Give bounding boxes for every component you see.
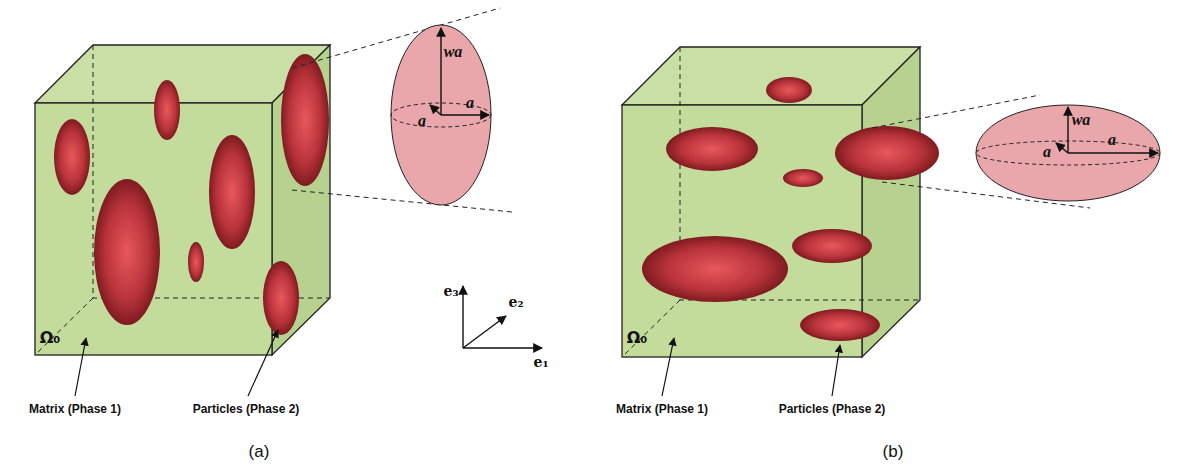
subfigure-label: (b) (883, 443, 904, 462)
zoom-lines-a (292, 8, 512, 212)
dimension-label: a (418, 112, 426, 130)
dimension-label: wa (444, 43, 463, 61)
particles-b (642, 77, 939, 341)
domain-label: Ω₀ (40, 329, 61, 347)
axis-label: e₃ (443, 284, 458, 299)
dimension-label: a (466, 94, 474, 112)
phase-label: Matrix (Phase 1) (29, 403, 121, 416)
phase-label: Matrix (Phase 1) (616, 403, 708, 416)
inset-oblate (976, 105, 1160, 201)
cube-a (35, 45, 330, 355)
dimension-label: a (1108, 131, 1116, 149)
phase-label: Particles (Phase 2) (193, 403, 300, 416)
dimension-label: wa (1072, 111, 1091, 129)
phase-label: Particles (Phase 2) (779, 403, 886, 416)
axis-label: e₂ (508, 295, 523, 310)
cube-b (622, 47, 920, 357)
dimension-label: a (1043, 143, 1051, 161)
inset-prolate (391, 25, 491, 205)
pointer-arrows-a (75, 330, 278, 396)
axis-label: e₁ (533, 355, 548, 370)
particles-a (54, 54, 329, 335)
pointer-arrows-b (662, 338, 840, 396)
axes-triad (463, 286, 542, 348)
subfigure-label: (a) (249, 443, 270, 462)
domain-label: Ω₀ (627, 329, 648, 347)
